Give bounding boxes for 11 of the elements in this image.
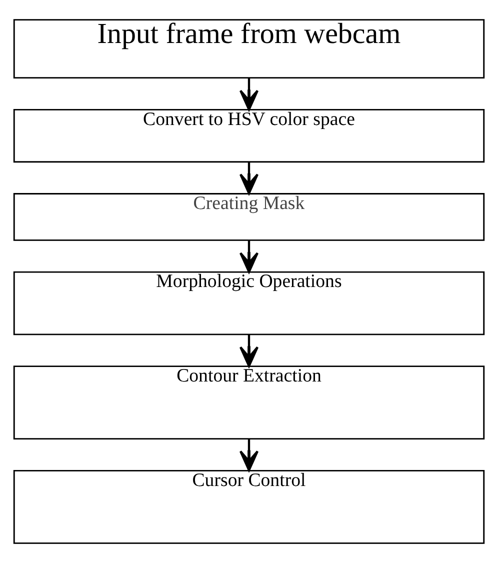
arrow bbox=[239, 334, 259, 367]
node-box: Cursor Control bbox=[13, 469, 485, 544]
arrow bbox=[239, 438, 259, 471]
node-box: Creating Mask bbox=[13, 192, 485, 240]
node-box: Convert to HSV color space bbox=[13, 108, 485, 162]
arrow bbox=[239, 78, 259, 110]
node-box: Input frame from webcam bbox=[13, 18, 485, 78]
arrow bbox=[239, 240, 259, 272]
arrow bbox=[239, 162, 259, 194]
node-box: Morphologic Operations bbox=[13, 270, 485, 335]
node-box: Contour Extraction bbox=[13, 365, 485, 440]
